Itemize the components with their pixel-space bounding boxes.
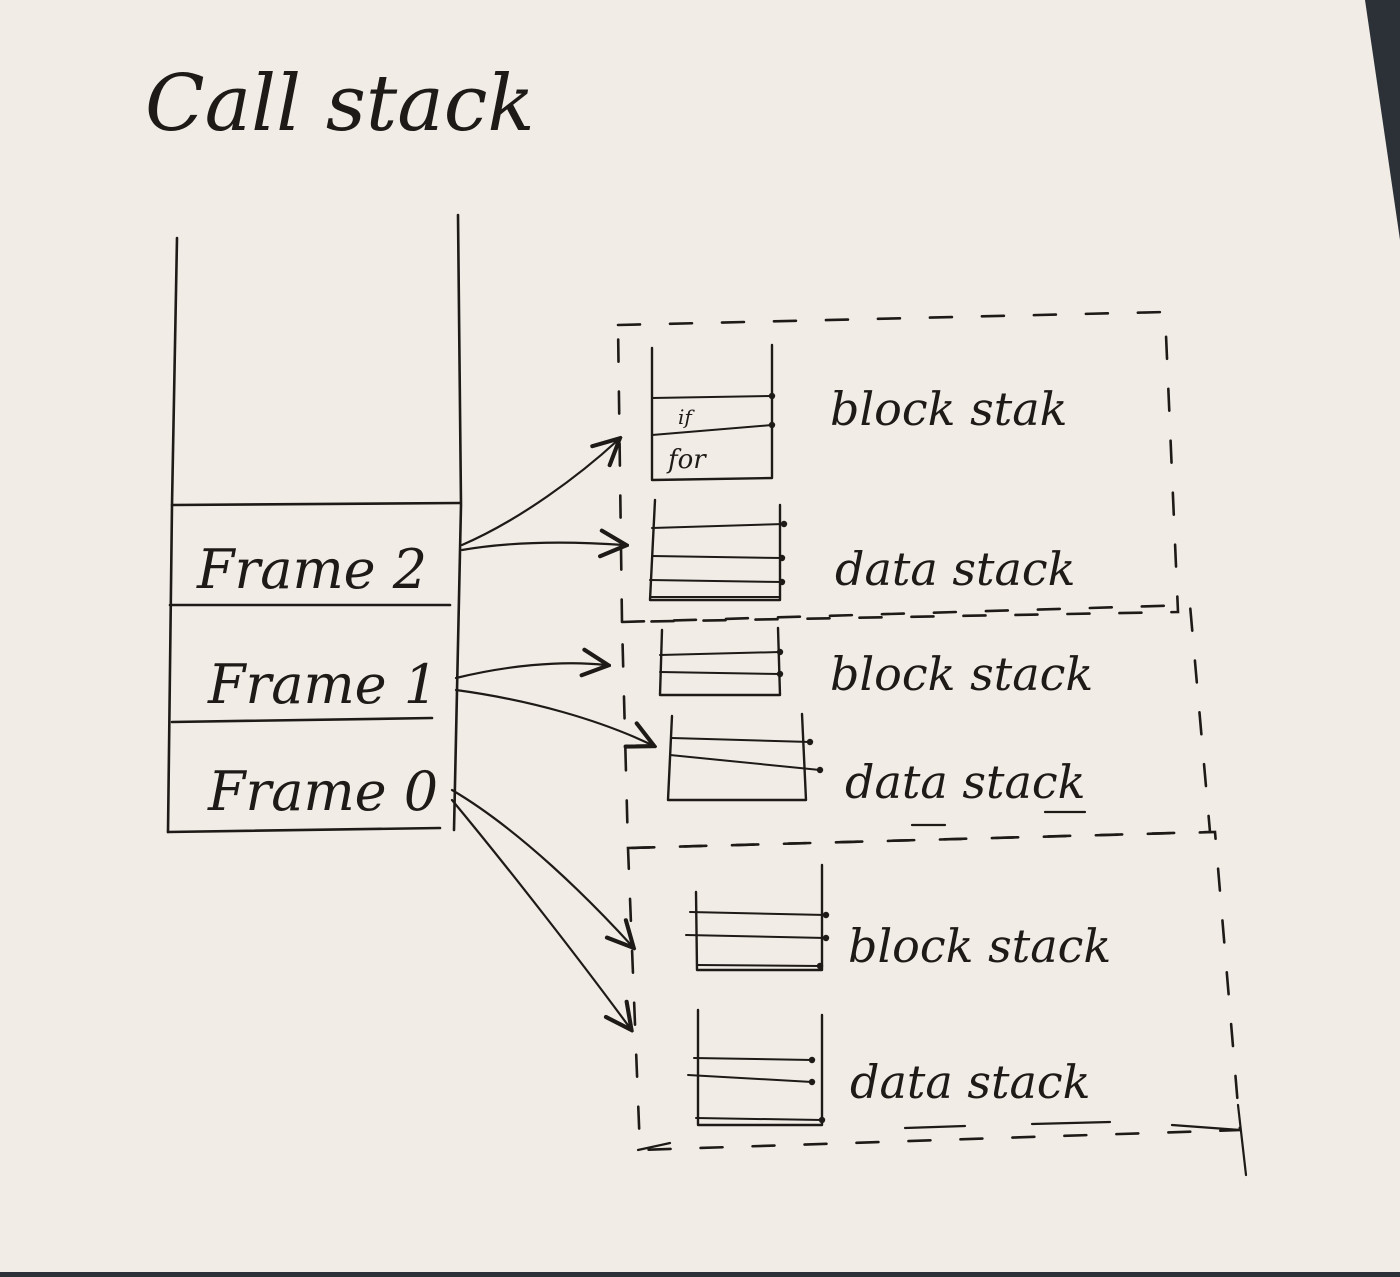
arrow — [454, 663, 606, 680]
data-stack-label: data stack — [835, 542, 1076, 596]
frame-divider — [166, 826, 442, 834]
stack-outline — [696, 1008, 824, 1127]
stack-outline — [694, 863, 824, 972]
frame-arrows — [450, 440, 652, 1028]
slot-pointer — [778, 578, 786, 586]
call-stack-right-wall — [452, 213, 463, 832]
slot-pointer — [818, 1116, 826, 1124]
arrow — [460, 440, 618, 547]
data-stack-label: data stack — [845, 755, 1086, 809]
slot-pointer — [778, 554, 786, 562]
stack-slot — [693, 1057, 813, 1061]
stack-slot — [695, 1117, 823, 1121]
stack-slot — [685, 934, 827, 939]
bracket-mark — [636, 1141, 672, 1152]
stack-outline — [648, 498, 782, 602]
stack-slot — [651, 523, 785, 529]
data-stack — [666, 712, 824, 802]
stack-slot — [651, 395, 773, 399]
stack-slot — [696, 964, 821, 967]
block-entry: if — [678, 405, 695, 429]
slot-pointer — [822, 934, 830, 942]
call-stack: Frame 2 Frame 1 Frame 0 — [166, 213, 463, 834]
block-stack: if for — [650, 343, 776, 482]
stack-slot — [651, 555, 783, 559]
stack-slot — [659, 651, 781, 656]
frame-divider — [170, 716, 434, 724]
slot-pointer — [808, 1056, 816, 1064]
stack-slot — [651, 424, 773, 436]
frame-divider — [170, 501, 462, 507]
stack-slot — [687, 1074, 813, 1083]
block-stack-label: block stack — [848, 919, 1111, 973]
frame-label: Frame 0 — [207, 760, 438, 823]
stack-slot — [669, 754, 821, 771]
frame-group: block stack data stack — [685, 863, 1111, 1127]
stack-slot — [649, 579, 783, 583]
label-underline — [910, 810, 1087, 827]
stack-outline — [666, 712, 808, 802]
slot-pointer — [776, 648, 784, 656]
stack-slot — [689, 911, 827, 916]
block-stack-label: block stak — [830, 382, 1068, 436]
block-stack-label: block stack — [830, 647, 1093, 701]
slot-pointer — [806, 738, 814, 746]
data-stack — [648, 498, 788, 602]
block-stack — [658, 626, 784, 697]
arrow — [450, 798, 630, 1028]
arrow — [450, 788, 632, 946]
arrow — [454, 688, 652, 745]
slot-pointer — [768, 421, 776, 429]
frame-label: Frame 2 — [196, 538, 427, 601]
arrow — [460, 543, 624, 550]
block-entry: for — [666, 445, 707, 475]
slot-pointer — [776, 670, 784, 678]
stack-slot — [671, 737, 811, 743]
frame-label: Frame 1 — [207, 653, 438, 716]
frame-group: if for block stak data stack — [648, 343, 1076, 602]
stack-outline — [658, 626, 782, 697]
bracket-mark — [1170, 1103, 1248, 1177]
slot-pointer — [816, 766, 824, 774]
label-underline — [903, 1120, 1112, 1130]
frame-group-outline — [616, 310, 1180, 624]
slot-pointer — [816, 962, 824, 970]
diagram-title: Call stack — [145, 59, 535, 149]
slot-pointer — [822, 911, 830, 919]
stack-outline — [650, 343, 774, 482]
data-stack — [687, 1008, 826, 1127]
frame-group: block stack data stack — [658, 626, 1093, 809]
slot-pointer — [808, 1078, 816, 1086]
data-stack-label: data stack — [850, 1055, 1091, 1109]
block-stack — [685, 863, 830, 972]
slot-pointer — [780, 520, 788, 528]
stack-slot — [659, 671, 781, 675]
slot-pointer — [768, 392, 776, 400]
